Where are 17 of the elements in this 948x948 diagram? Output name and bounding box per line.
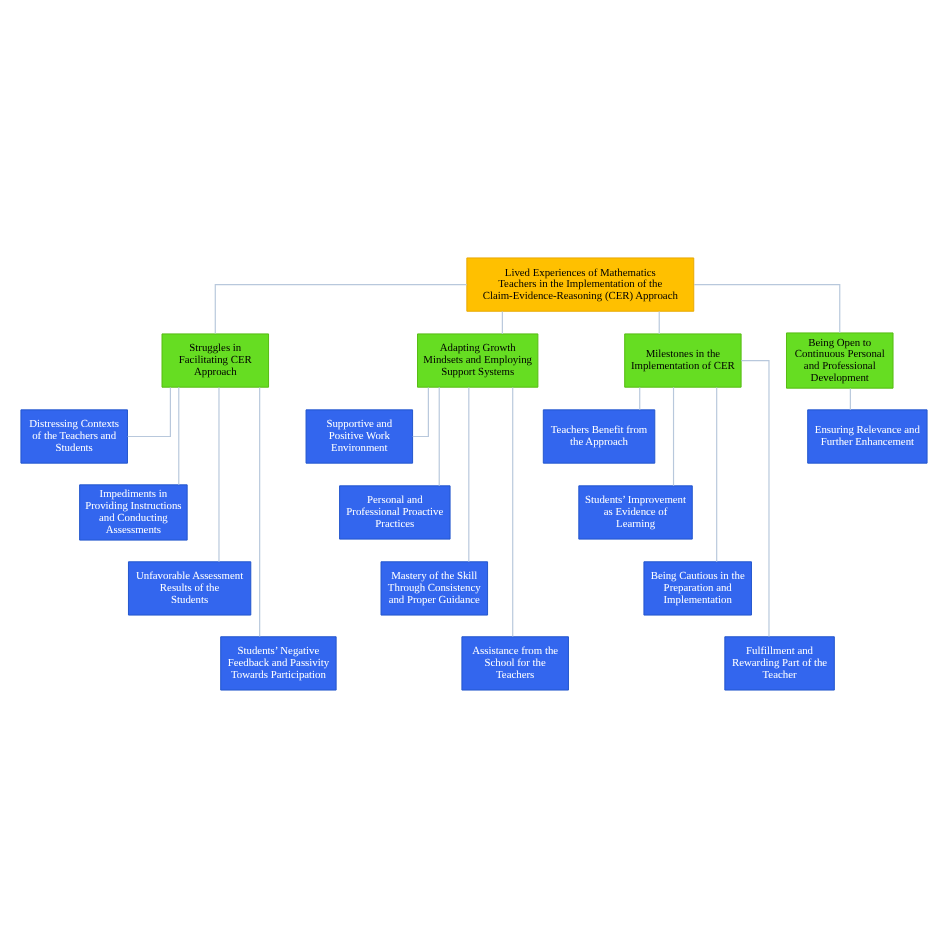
connector [693,284,841,334]
connector [178,386,180,486]
connector [740,359,770,638]
connector [501,311,503,335]
connector [412,386,429,438]
connector [259,386,261,638]
connector [218,387,220,563]
connector [127,386,171,438]
connector [849,387,851,411]
connector [512,386,514,638]
connector [639,386,641,411]
connector [716,387,718,563]
connector [214,284,468,335]
connector [672,386,675,487]
connector [468,387,470,563]
connector [658,311,660,335]
connector [438,386,440,487]
